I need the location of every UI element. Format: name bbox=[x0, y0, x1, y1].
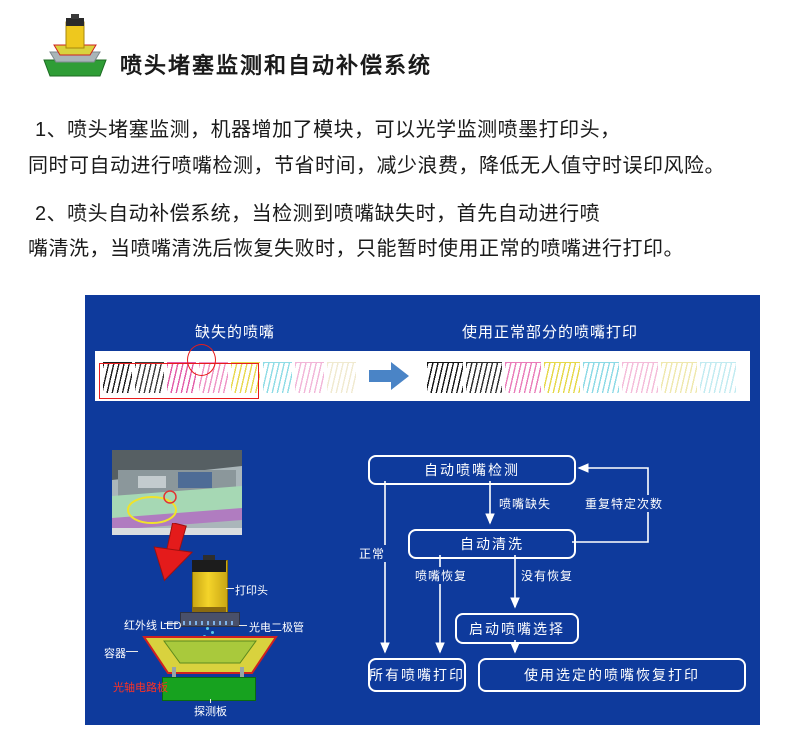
edge-label-not-recovered: 没有恢复 bbox=[519, 567, 576, 584]
blue-right-arrow-icon bbox=[369, 362, 409, 390]
test-pattern-left-group bbox=[103, 362, 356, 393]
print-head-cap bbox=[192, 560, 226, 572]
missing-nozzle-circle-annotation bbox=[187, 344, 216, 376]
red-down-arrow-icon bbox=[153, 523, 194, 582]
label-ir-led: 红外线 LED bbox=[124, 620, 182, 632]
label-photodiode: 光电二极管 bbox=[249, 622, 304, 634]
flow-node-print-all: 所有喷嘴打印 bbox=[368, 658, 466, 692]
label-line-detect-board bbox=[210, 699, 211, 703]
flowchart: 自动喷嘴检测 自动清洗 启动喷嘴选择 所有喷嘴打印 使用选定的喷嘴恢复打印 喷嘴… bbox=[355, 445, 755, 705]
nozzle-pattern-block bbox=[263, 362, 292, 393]
print-head-knob bbox=[203, 555, 215, 561]
edge-label-normal: 正常 bbox=[357, 545, 388, 562]
tray-support-right bbox=[240, 667, 244, 679]
caption-missing-nozzle: 缺失的喷嘴 bbox=[194, 324, 275, 341]
nozzle-pattern-block bbox=[544, 362, 580, 393]
label-optical-board: 光轴电路板 bbox=[113, 682, 168, 694]
nozzle-pattern-block bbox=[135, 362, 164, 393]
nozzle-pattern-block bbox=[103, 362, 132, 393]
test-pattern-right-group bbox=[427, 362, 736, 393]
flow-node-print-selected: 使用选定的喷嘴恢复打印 bbox=[478, 658, 746, 692]
tray-support-left bbox=[172, 667, 176, 679]
nozzle-pattern-block bbox=[231, 362, 260, 393]
diagram-panel: 缺失的喷嘴 使用正常部分的喷嘴打印 bbox=[85, 295, 760, 725]
body-text-line-4: 嘴清洗，当喷嘴清洗后恢复失败时，只能暂时使用正常的喷嘴进行打印。 bbox=[28, 238, 684, 260]
nozzle-pattern-block bbox=[327, 362, 356, 393]
nozzle-pattern-block bbox=[700, 362, 736, 393]
nozzle-plate-dots bbox=[183, 621, 235, 625]
body-text-line-1: 1、喷头堵塞监测，机器增加了模块，可以光学监测喷墨打印头， bbox=[35, 119, 621, 141]
missing-nozzle-rect-annotation bbox=[99, 363, 259, 399]
print-head-band bbox=[192, 607, 226, 613]
nozzle-plate bbox=[180, 612, 240, 627]
nozzle-pattern-block bbox=[583, 362, 619, 393]
nozzle-pattern-block bbox=[622, 362, 658, 393]
nozzle-pattern-block bbox=[661, 362, 697, 393]
printhead-device-icon bbox=[43, 14, 107, 77]
detection-board bbox=[162, 677, 256, 701]
ink-drops bbox=[206, 627, 209, 630]
label-line-ir-led bbox=[164, 623, 178, 624]
caption-normal-print: 使用正常部分的喷嘴打印 bbox=[461, 324, 638, 341]
flow-node-auto-detect: 自动喷嘴检测 bbox=[368, 455, 576, 485]
flow-node-start-select: 启动喷嘴选择 bbox=[455, 613, 579, 644]
machine-photo bbox=[112, 450, 242, 535]
edge-label-recovered: 喷嘴恢复 bbox=[413, 567, 470, 584]
label-line-print-head bbox=[226, 588, 234, 589]
sensor-device-diagram: 打印头 红外线 LED 光电二极管 容器 光轴电路板 探测板 bbox=[100, 555, 350, 720]
nozzle-test-strip bbox=[95, 344, 750, 401]
body-text-line-2: 同时可自动进行喷嘴检测，节省时间，减少浪费，降低无人值守时误印风险。 bbox=[28, 155, 725, 177]
page-title: 喷头堵塞监测和自动补偿系统 bbox=[120, 53, 433, 78]
flow-node-auto-clean: 自动清洗 bbox=[408, 529, 576, 559]
container-tray bbox=[142, 636, 278, 674]
edge-label-repeat-times: 重复特定次数 bbox=[583, 495, 666, 512]
nozzle-pattern-block bbox=[505, 362, 541, 393]
label-print-head: 打印头 bbox=[235, 585, 268, 597]
body-text-line-3: 2、喷头自动补偿系统，当检测到喷嘴缺失时，首先自动进行喷 bbox=[35, 203, 601, 225]
nozzle-pattern-block bbox=[466, 362, 502, 393]
label-detect-board: 探测板 bbox=[194, 706, 227, 718]
label-container: 容器 bbox=[104, 648, 126, 660]
print-head-cylinder bbox=[192, 555, 228, 614]
label-line-container bbox=[126, 651, 138, 652]
edge-label-nozzle-missing: 喷嘴缺失 bbox=[497, 495, 554, 512]
nozzle-pattern-block bbox=[295, 362, 324, 393]
label-line-photodiode bbox=[239, 625, 247, 626]
nozzle-pattern-block bbox=[427, 362, 463, 393]
